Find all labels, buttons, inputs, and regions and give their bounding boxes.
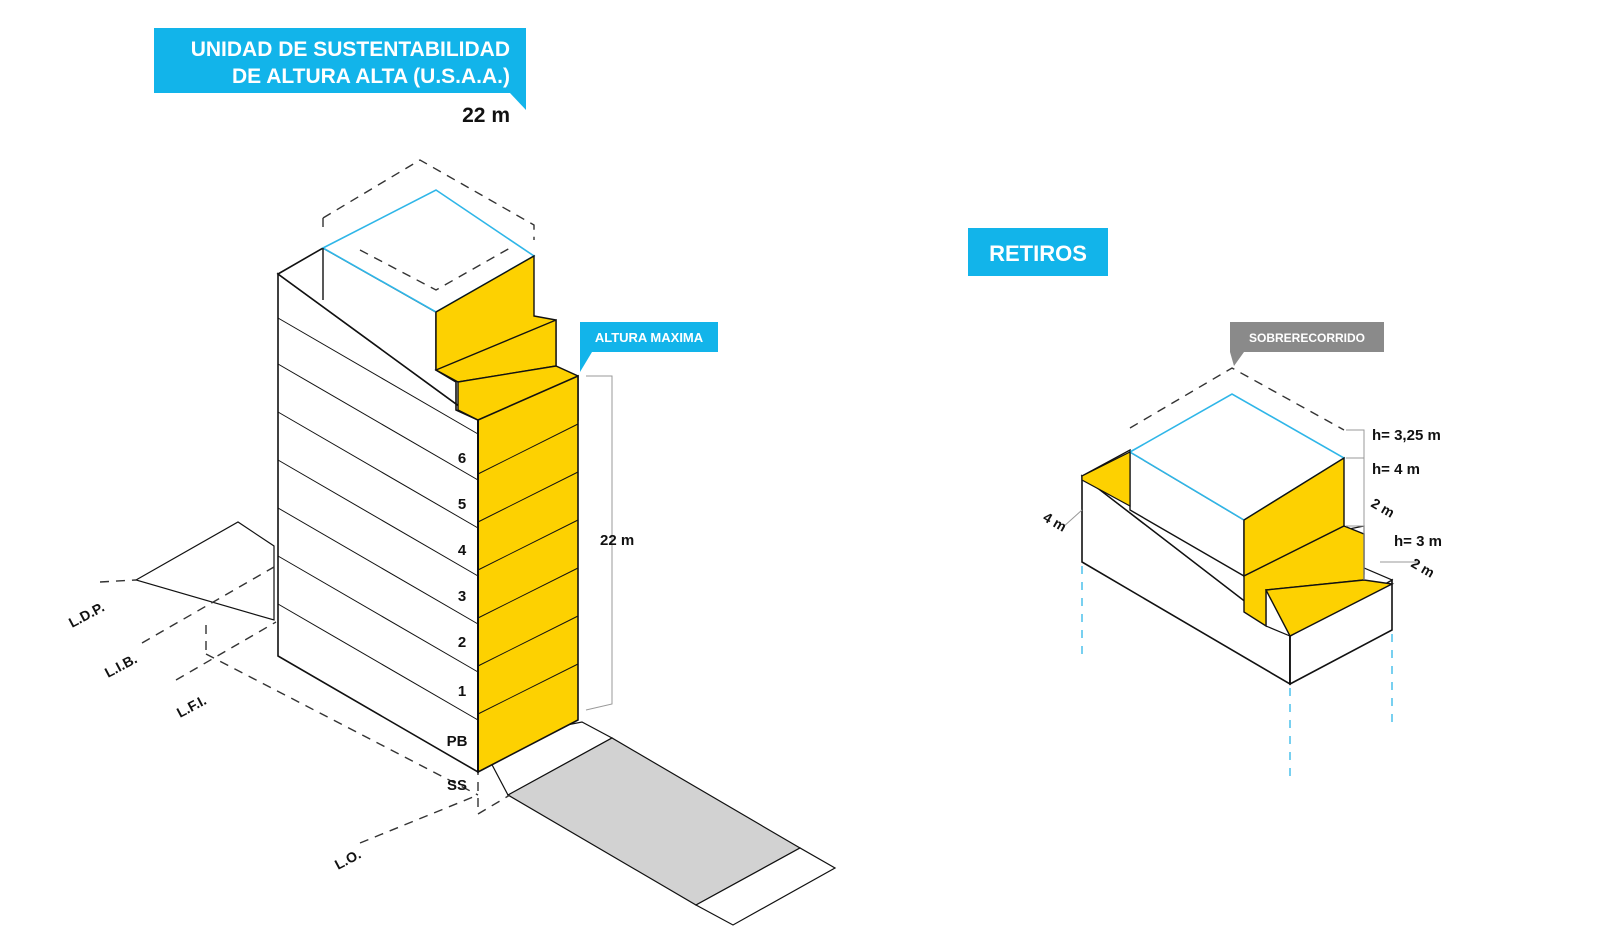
retiro-depth: 4 m <box>1041 509 1070 535</box>
usaa-height-value: 22 m <box>462 104 510 127</box>
floor-label-4: 4 <box>458 542 467 559</box>
floor-label-1: 1 <box>458 683 466 700</box>
retiro-h3: h= 3 m <box>1394 533 1442 550</box>
floor-label-6: 6 <box>458 450 466 467</box>
label-lfi: L.F.I. <box>174 692 209 721</box>
usaa-title-banner: UNIDAD DE SUSTENTABILIDAD DE ALTURA ALTA… <box>154 28 526 110</box>
label-lo: L.O. <box>332 846 364 873</box>
height-dimension: 22 m <box>585 375 634 711</box>
retiros-title-banner: RETIROS <box>968 228 1108 276</box>
label-lib: L.I.B. <box>102 650 140 680</box>
retiros-block <box>1080 367 1395 780</box>
sobrerecorrido-tag: SOBRERECORRIDO <box>1230 322 1384 366</box>
floor-label-3: 3 <box>458 588 466 605</box>
retiros-title: RETIROS <box>989 241 1087 266</box>
sobrerecorrido-label: SOBRERECORRIDO <box>1249 331 1365 345</box>
floor-labels: 6 5 4 3 2 1 PB SS <box>447 450 468 794</box>
retiro-d2: 2 m <box>1409 555 1438 581</box>
altura-maxima-label: ALTURA MAXIMA <box>595 330 704 345</box>
retiro-h1: h= 3,25 m <box>1372 427 1441 444</box>
retiro-d1: 2 m <box>1369 495 1398 521</box>
usaa-title-line2: DE ALTURA ALTA (U.S.A.A.) <box>232 65 510 88</box>
building-usaa <box>276 159 579 774</box>
height-dimension-label: 22 m <box>600 532 634 549</box>
floor-label-5: 5 <box>458 496 466 513</box>
usaa-title-line1: UNIDAD DE SUSTENTABILIDAD <box>191 38 510 61</box>
retiro-h2: h= 4 m <box>1372 461 1420 478</box>
label-ldp: L.D.P. <box>66 599 107 631</box>
floor-label-pb: PB <box>447 733 468 750</box>
floor-label-2: 2 <box>458 634 466 651</box>
lot-dashed-lines <box>99 566 511 844</box>
altura-maxima-tag: ALTURA MAXIMA <box>580 322 718 372</box>
floor-label-ss: SS <box>447 777 467 794</box>
